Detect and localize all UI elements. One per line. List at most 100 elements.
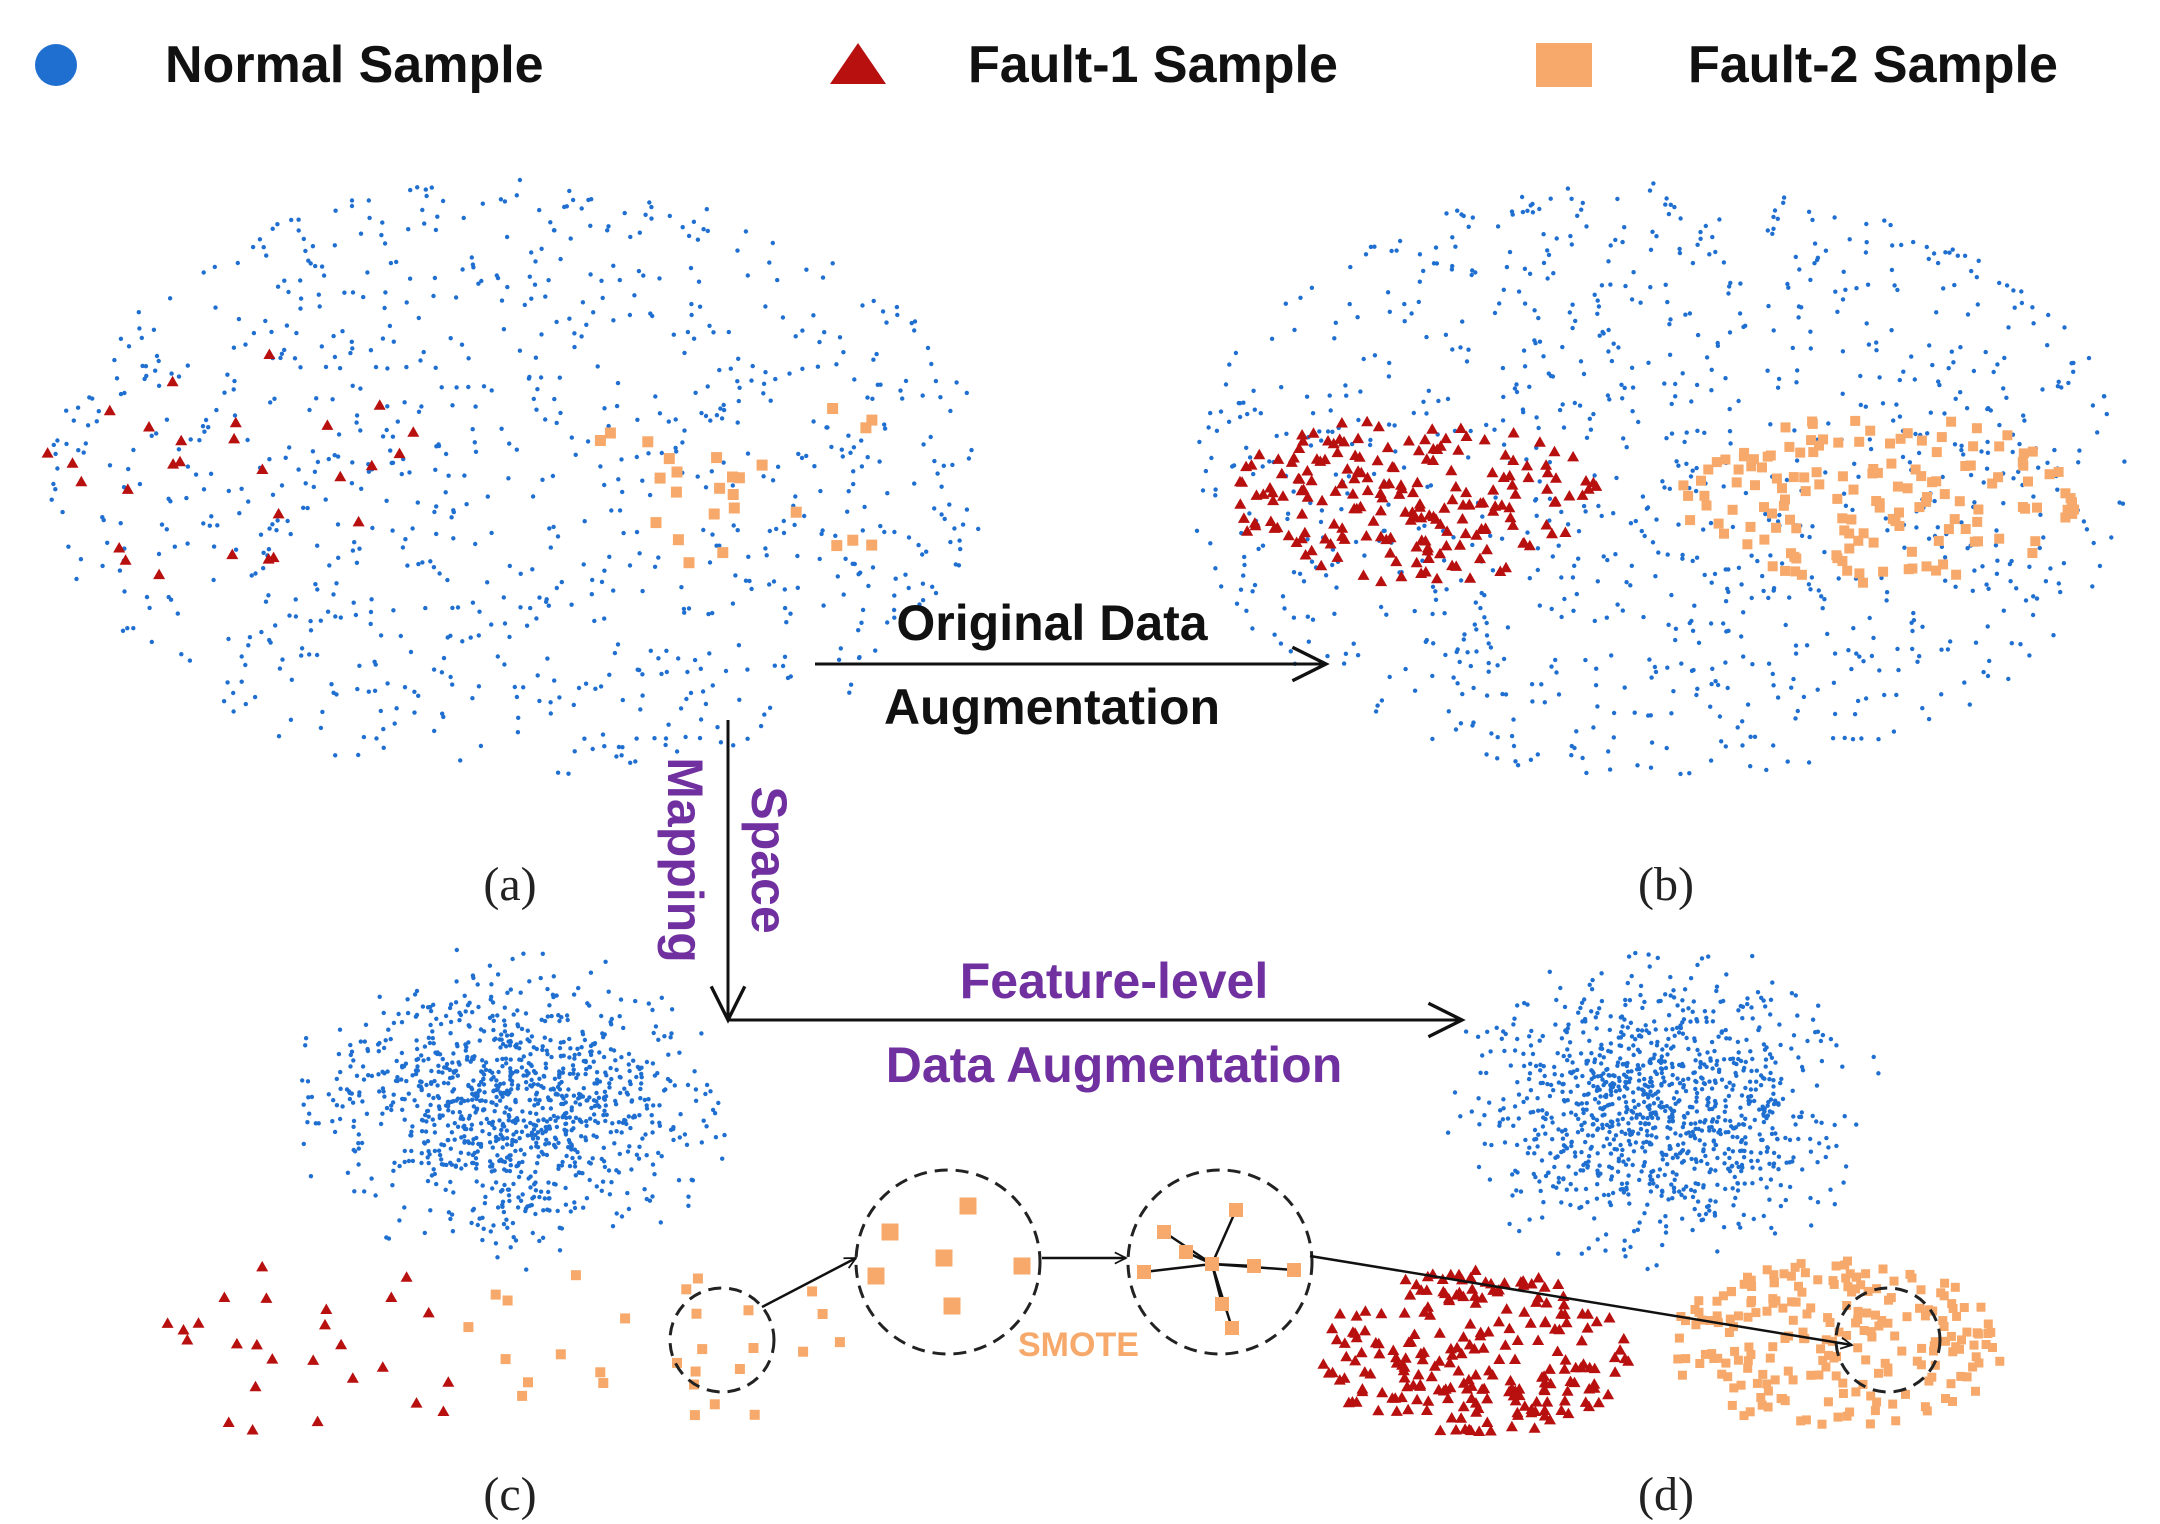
normal-sample-dot	[475, 982, 480, 987]
normal-sample-dot	[572, 749, 577, 754]
normal-sample-dot	[659, 1154, 664, 1159]
normal-sample-dot	[1291, 489, 1296, 494]
normal-sample-dot	[114, 376, 120, 381]
normal-sample-dot	[1607, 1164, 1612, 1169]
normal-sample-dot	[1665, 1125, 1670, 1130]
fault2-sample-marker	[1783, 1366, 1793, 1376]
normal-sample-dot	[840, 454, 845, 459]
normal-sample-dot	[1666, 1197, 1671, 1202]
normal-sample-dot	[1595, 298, 1600, 303]
normal-sample-dot	[1670, 1027, 1675, 1032]
normal-sample-dot	[1654, 1135, 1659, 1140]
fault2-sample-marker	[1888, 1399, 1898, 1409]
normal-sample-dot	[920, 393, 925, 398]
normal-sample-dot	[1840, 391, 1845, 396]
normal-sample-dot	[118, 521, 123, 526]
normal-sample-dot	[1787, 595, 1792, 600]
normal-sample-dot	[535, 1082, 541, 1087]
normal-sample-dot	[546, 1180, 551, 1185]
normal-sample-dot	[270, 226, 275, 231]
normal-sample-dot	[1900, 454, 1906, 460]
normal-sample-dot	[1714, 1119, 1720, 1125]
normal-sample-dot	[1753, 1087, 1759, 1092]
normal-sample-dot	[184, 495, 189, 501]
normal-sample-dot	[767, 528, 772, 534]
normal-sample-dot	[743, 578, 749, 583]
normal-sample-dot	[1745, 1001, 1750, 1007]
normal-sample-dot	[501, 1090, 507, 1096]
normal-sample-dot	[1972, 500, 1977, 505]
fault1-sample-marker	[1498, 1277, 1511, 1288]
normal-sample-dot	[491, 1027, 496, 1033]
normal-sample-dot	[699, 1031, 704, 1036]
normal-sample-dot	[514, 694, 520, 700]
normal-sample-dot	[507, 634, 512, 640]
normal-sample-dot	[334, 1076, 339, 1082]
normal-sample-dot	[211, 544, 217, 549]
normal-sample-dot	[1679, 661, 1684, 666]
normal-sample-dot	[318, 618, 323, 623]
normal-sample-dot	[1654, 1184, 1660, 1189]
normal-sample-dot	[556, 1140, 561, 1146]
normal-sample-dot	[1663, 1230, 1669, 1235]
normal-sample-dot	[1638, 992, 1643, 998]
normal-sample-dot	[1981, 669, 1986, 675]
normal-sample-dot	[521, 1073, 526, 1078]
normal-sample-dot	[1501, 1029, 1506, 1034]
normal-sample-dot	[1866, 342, 1872, 347]
normal-sample-dot	[326, 456, 331, 462]
normal-sample-dot	[1763, 1064, 1768, 1069]
normal-sample-dot	[1880, 401, 1886, 406]
normal-sample-dot	[416, 409, 422, 414]
normal-sample-dot	[1831, 680, 1837, 685]
normal-sample-dot	[617, 1151, 622, 1157]
normal-sample-dot	[1606, 749, 1611, 754]
normal-sample-dot	[1869, 653, 1875, 659]
normal-sample-dot	[1626, 954, 1632, 959]
fault2-sample-marker	[834, 1337, 845, 1348]
normal-sample-dot	[543, 294, 548, 299]
normal-sample-dot	[49, 497, 54, 502]
normal-sample-dot	[956, 563, 962, 568]
normal-sample-dot	[1741, 610, 1746, 615]
normal-sample-dot	[1727, 1080, 1732, 1085]
normal-sample-dot	[1695, 1019, 1700, 1024]
normal-sample-dot	[1693, 1121, 1698, 1126]
normal-sample-dot	[1624, 1104, 1629, 1110]
normal-sample-dot	[639, 1071, 644, 1077]
normal-sample-dot	[1627, 998, 1633, 1003]
normal-sample-dot	[511, 1235, 516, 1240]
normal-sample-dot	[481, 384, 487, 389]
normal-sample-dot	[438, 1021, 444, 1027]
fault1-sample-marker	[1290, 536, 1303, 547]
normal-sample-dot	[822, 330, 827, 335]
normal-sample-dot	[1241, 573, 1246, 578]
normal-sample-dot	[1569, 242, 1575, 247]
normal-sample-dot	[451, 509, 456, 515]
normal-sample-dot	[1607, 767, 1613, 772]
fault1-sample-marker	[260, 1292, 273, 1303]
normal-sample-dot	[1971, 368, 1977, 374]
normal-sample-dot	[504, 1061, 509, 1066]
fault1-sample-marker	[1349, 1327, 1362, 1338]
normal-sample-dot	[1522, 1000, 1527, 1006]
normal-sample-dot	[1638, 1126, 1644, 1132]
normal-sample-dot	[520, 1159, 525, 1165]
fault1-sample-marker	[1538, 1376, 1551, 1388]
fault1-sample-marker	[1434, 1424, 1447, 1436]
normal-sample-dot	[221, 699, 227, 704]
normal-sample-dot	[1492, 427, 1497, 432]
fault1-sample-marker	[1305, 474, 1318, 486]
normal-sample-dot	[275, 222, 280, 227]
normal-sample-dot	[122, 390, 127, 396]
normal-sample-dot	[530, 1230, 535, 1236]
fault1-sample-marker	[1507, 427, 1520, 438]
normal-sample-dot	[1592, 1097, 1598, 1102]
normal-sample-dot	[376, 1072, 381, 1077]
normal-sample-dot	[1877, 668, 1882, 673]
normal-sample-dot	[330, 1119, 335, 1124]
fault1-sample-marker	[319, 1318, 331, 1330]
normal-sample-dot	[441, 1080, 447, 1086]
normal-sample-dot	[1611, 1137, 1617, 1142]
normal-sample-dot	[522, 1152, 527, 1157]
